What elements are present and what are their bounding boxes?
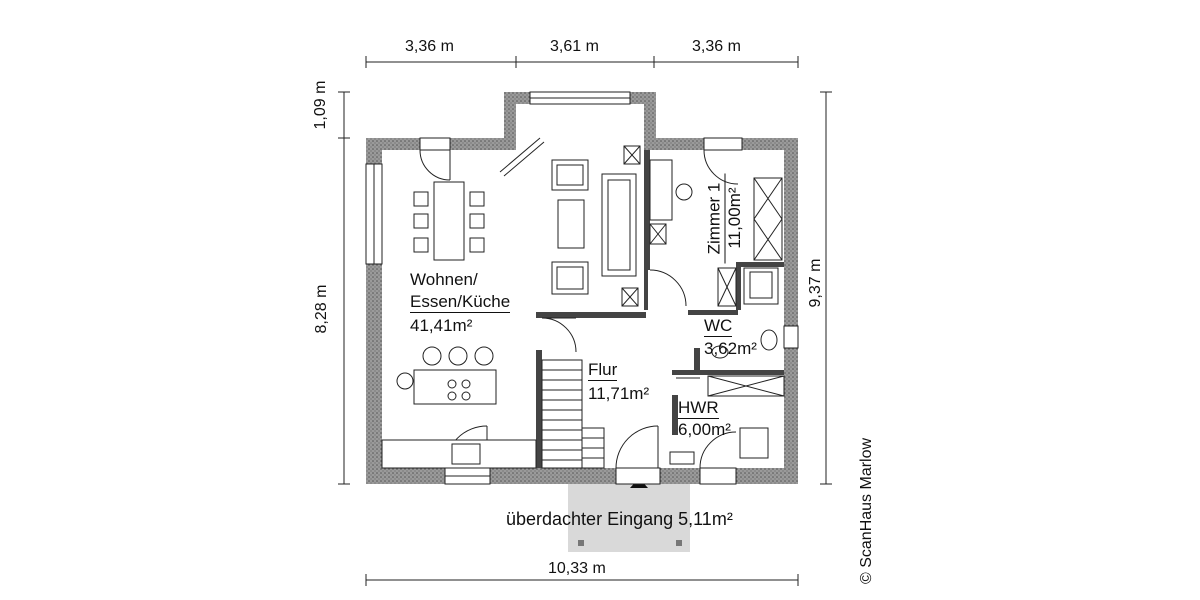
- room-label-wc: WC: [704, 316, 733, 337]
- room-label-wohnen-line1: Wohnen/: [410, 270, 478, 289]
- wc-hwr-fixtures: [669, 267, 785, 465]
- entrance-post-left: [578, 540, 584, 546]
- dim-left-bay: 1,09 m: [312, 80, 329, 130]
- dim-top-left: 3,36 m: [405, 38, 454, 55]
- room-label-wohnen-line2: Essen/Küche: [410, 292, 511, 313]
- staircase: [541, 359, 605, 469]
- dimension-lines: [338, 56, 832, 586]
- dim-left-main: 8,28 m: [313, 284, 330, 334]
- room-area-wohnen: 41,41m²: [410, 316, 473, 335]
- window-glass: [373, 97, 630, 477]
- room-area-wc: 3,62m²: [704, 339, 757, 358]
- room-area-hwr: 6,00m²: [678, 420, 731, 439]
- covered-entrance-area: [568, 484, 690, 552]
- room-label-flur: Flur: [588, 360, 618, 381]
- living-furniture: [499, 137, 637, 295]
- interior-walls: [536, 150, 784, 468]
- copyright-text: © ScanHaus Marlow: [858, 437, 875, 584]
- dim-right-total: 9,37 m: [807, 258, 824, 308]
- entrance-post-right: [676, 540, 682, 546]
- dining-set: [413, 181, 485, 261]
- dim-top-right: 3,36 m: [692, 38, 741, 55]
- zimmer-furniture: [621, 145, 783, 307]
- room-label-eingang: überdachter Eingang 5,11m²: [506, 509, 733, 529]
- room-label-zimmer: Zimmer 1: [704, 173, 726, 264]
- dim-bottom-total: 10,33 m: [548, 560, 606, 577]
- kitchen-island: [381, 346, 537, 469]
- room-label-hwr: HWR: [678, 398, 719, 419]
- room-area-flur: 11,71m²: [588, 384, 650, 403]
- room-area-zimmer: 11,00m²: [725, 187, 744, 249]
- dim-top-middle: 3,61 m: [550, 38, 599, 55]
